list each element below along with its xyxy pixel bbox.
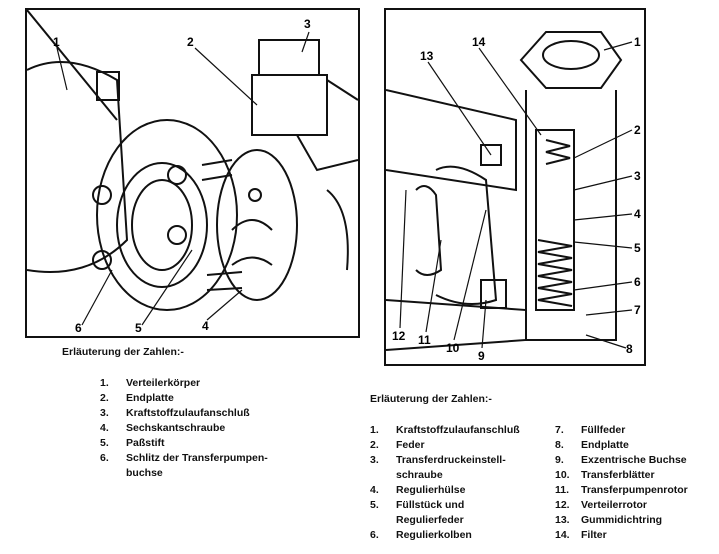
legend-right-num: 6. <box>370 529 379 541</box>
legend-right-num: 5. <box>370 499 379 511</box>
legend-right-item: 10. Transferblätter <box>555 468 719 483</box>
legend-right-text: Filter <box>581 529 607 541</box>
legend-right-text: Feder <box>396 439 425 451</box>
legend-right-num <box>370 513 396 528</box>
legend-left-item: 4. Sechskantschraube <box>100 421 296 436</box>
legend-left-num: 5. <box>100 437 109 449</box>
legend-right-num: 13. <box>555 514 570 526</box>
legend-right-num: 1. <box>370 424 379 436</box>
legend-right-item: 4. Regulierhülse <box>370 483 556 498</box>
left-callout-3: 3 <box>304 17 311 31</box>
legend-left-text: buchse <box>126 467 163 479</box>
legend-left-num: 4. <box>100 422 109 434</box>
legend-right-text: Exzentrische Buchse <box>581 454 687 466</box>
legend-right-num: 10. <box>555 469 570 481</box>
right-callout-6: 6 <box>634 275 641 289</box>
legend-right-num: 14. <box>555 529 570 541</box>
legend-left-text: Kraftstoffzulaufanschluß <box>126 407 250 419</box>
legend-right-num: 12. <box>555 499 570 511</box>
legend-left-num: 6. <box>100 452 109 464</box>
legend-left-text: Sechskantschraube <box>126 422 226 434</box>
legend-left-text: Endplatte <box>126 392 174 404</box>
legend-right-text: Transferpumpenrotor <box>581 484 688 496</box>
right-callout-11: 11 <box>418 333 431 347</box>
legend-right-title: Erläuterung der Zahlen:- <box>370 393 492 405</box>
legend-left-text: Schlitz der Transferpumpen- <box>126 452 268 464</box>
legend-right-num <box>370 468 396 483</box>
legend-left-title: Erläuterung der Zahlen:- <box>62 346 184 358</box>
legend-left-item: 2. Endplatte <box>100 391 296 406</box>
legend-right-item: 12. Verteilerrotor <box>555 498 719 513</box>
legend-left: 1. Verteilerkörper 2. Endplatte 3. Kraftsto… <box>100 376 296 481</box>
legend-left-num: 2. <box>100 392 109 404</box>
legend-left-item: 1. Verteilerkörper <box>100 376 296 391</box>
legend-right-item: schraube <box>370 468 556 483</box>
right-callout-8: 8 <box>626 342 633 356</box>
left-callout-4: 4 <box>202 319 209 333</box>
legend-right-text: schraube <box>396 469 443 481</box>
left-figure-panel: 1 2 3 4 5 6 <box>25 8 360 338</box>
legend-right-item: 5. Füllstück und <box>370 498 556 513</box>
legend-right-item: 2. Feder <box>370 438 556 453</box>
legend-right-num: 7. <box>555 424 564 436</box>
legend-left-num <box>100 466 126 481</box>
legend-left-item: 6. Schlitz der Transferpumpen- <box>100 451 296 466</box>
right-callout-9: 9 <box>478 349 485 363</box>
legend-right-item: 11. Transferpumpenrotor <box>555 483 719 498</box>
legend-left-item: buchse <box>100 466 296 481</box>
legend-left-num: 3. <box>100 407 109 419</box>
legend-right-text: Kraftstoffzulaufanschluß <box>396 424 520 436</box>
legend-left-text: Verteilerkörper <box>126 377 201 389</box>
legend-right-num: 11. <box>555 484 570 496</box>
legend-right-text: Gummidichtring <box>581 514 663 526</box>
legend-right-item: 6. Regulierkolben <box>370 528 556 543</box>
legend-right-num: 3. <box>370 454 379 466</box>
right-callout-7: 7 <box>634 303 641 317</box>
legend-right-item: 3. Transferdruckeinstell- <box>370 453 556 468</box>
legend-right-text: Regulierfeder <box>396 514 464 526</box>
legend-right-text: Füllstück und <box>396 499 465 511</box>
legend-right-item: 9. Exzentrische Buchse <box>555 453 719 468</box>
right-callout-2: 2 <box>634 123 641 137</box>
legend-left-item: 5. Paßstift <box>100 436 296 451</box>
legend-right-text: Regulierhülse <box>396 484 466 496</box>
legend-right-item: Regulierfeder <box>370 513 556 528</box>
right-callout-1: 1 <box>634 35 641 49</box>
legend-right-text: Füllfeder <box>581 424 626 436</box>
right-callout-14: 14 <box>472 35 486 49</box>
legend-right-num: 9. <box>555 454 564 466</box>
right-callout-5: 5 <box>634 241 641 255</box>
left-callout-5: 5 <box>135 321 142 335</box>
legend-right-text: Verteilerrotor <box>581 499 647 511</box>
legend-right-num: 8. <box>555 439 564 451</box>
legend-left-item: 3. Kraftstoffzulaufanschluß <box>100 406 296 421</box>
right-callout-4: 4 <box>634 207 641 221</box>
legend-left-num: 1. <box>100 377 109 389</box>
legend-right-item: 8. Endplatte <box>555 438 719 453</box>
right-callout-3: 3 <box>634 169 641 183</box>
right-figure-drawing: 1 2 3 4 5 6 7 8 9 10 11 12 13 14 <box>386 31 641 363</box>
left-callout-6: 6 <box>75 321 82 335</box>
right-callout-12: 12 <box>392 329 406 343</box>
legend-right-column-1: 1. Kraftstoffzulaufanschluß 2. Feder 3. Tra… <box>370 423 556 543</box>
left-callout-1: 1 <box>53 35 60 49</box>
legend-right-item: 1. Kraftstoffzulaufanschluß <box>370 423 556 438</box>
legend-right-text: Transferblätter <box>581 469 655 481</box>
legend-right-item: 14. Filter <box>555 528 719 543</box>
left-figure-drawing: 1 2 3 4 5 6 <box>27 10 358 335</box>
legend-left-text: Paßstift <box>126 437 165 449</box>
right-callout-10: 10 <box>446 341 460 355</box>
legend-right-column-2: 7. Füllfeder 8. Endplatte 9. Exzentrische B… <box>555 423 719 543</box>
left-callout-2: 2 <box>187 35 194 49</box>
legend-right-num: 4. <box>370 484 379 496</box>
right-figure-panel: 1 2 3 4 5 6 7 8 9 10 11 12 13 14 <box>384 8 646 366</box>
legend-right-text: Regulierkolben <box>396 529 472 541</box>
legend-right-text: Transferdruckeinstell- <box>396 454 506 466</box>
legend-right-num: 2. <box>370 439 379 451</box>
legend-right-item: 7. Füllfeder <box>555 423 719 438</box>
right-callout-13: 13 <box>420 49 434 63</box>
legend-right-item: 13. Gummidichtring <box>555 513 719 528</box>
legend-right-text: Endplatte <box>581 439 629 451</box>
